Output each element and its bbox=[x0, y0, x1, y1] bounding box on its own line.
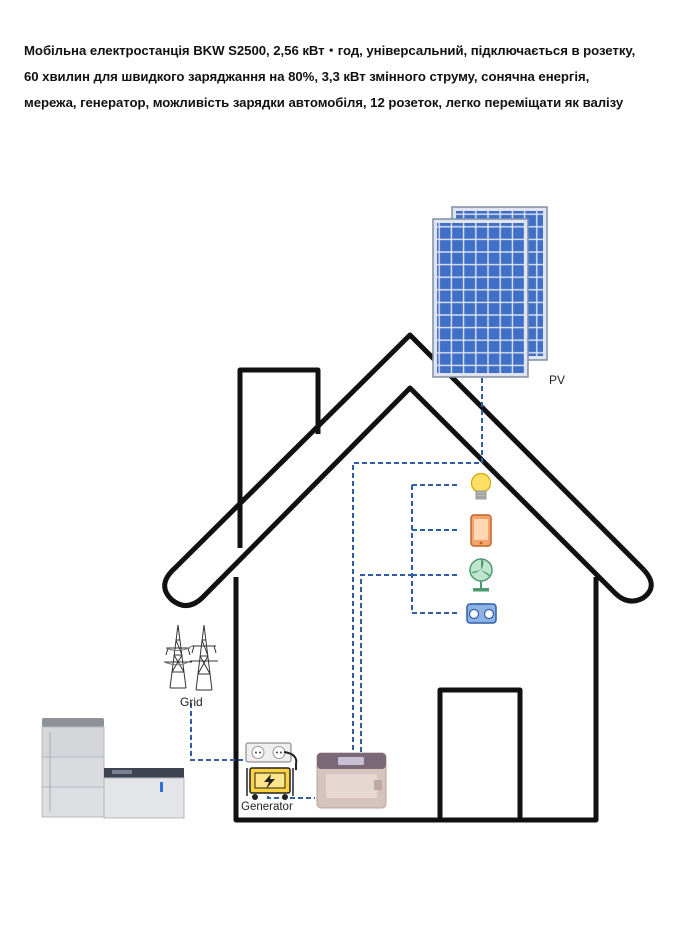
radio-icon bbox=[466, 603, 497, 624]
battery-stack-icon bbox=[41, 718, 185, 819]
fan-icon bbox=[469, 558, 493, 592]
roof bbox=[162, 332, 654, 608]
title-line-1: Мобільна електростанція BKW S2500, 2,56 … bbox=[24, 43, 636, 58]
generator-icon bbox=[246, 767, 294, 800]
house-walls bbox=[233, 577, 599, 823]
power-pylon-icon bbox=[163, 624, 218, 691]
generator-label: Generator bbox=[241, 801, 293, 813]
pv-label: PV bbox=[549, 373, 565, 387]
title-line-2: 60 хвилин для швидкого заряджання на 80%… bbox=[24, 69, 590, 84]
grid-label: Grid bbox=[180, 695, 203, 709]
lightbulb-icon bbox=[470, 472, 492, 500]
door bbox=[437, 687, 523, 823]
power-station-icon bbox=[316, 752, 387, 809]
product-title: Мобільна електростанція BKW S2500, 2,56 … bbox=[24, 38, 684, 116]
title-line-3: мережа, генератор, можливість зарядки ав… bbox=[24, 95, 624, 110]
house-outline bbox=[162, 332, 654, 823]
solar-panel-icon bbox=[432, 206, 548, 378]
wall-socket-icon bbox=[245, 742, 298, 770]
smartphone-icon bbox=[470, 514, 492, 547]
chimney bbox=[237, 367, 321, 548]
